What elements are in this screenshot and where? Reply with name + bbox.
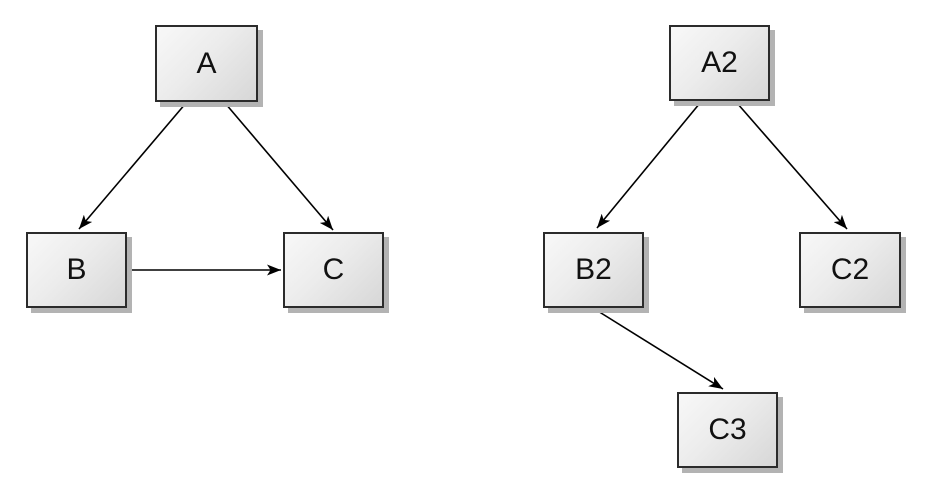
node-B2-label: B2 [575,253,612,286]
node-A2: A2 [669,25,770,101]
node-A-label: A [196,46,217,80]
node-B-label: B [66,253,87,286]
node-A: A [155,25,258,102]
node-B: B [26,232,127,308]
node-A2-label: A2 [701,46,738,79]
edge-B2-C3 [592,307,724,390]
edge-A2-B2 [596,102,701,229]
node-C3-label: C3 [708,413,747,446]
node-C2-label: C2 [830,253,870,286]
edge-A-C [224,102,334,231]
node-C-label: C [322,253,345,286]
node-C: C [283,232,384,308]
edge-A-B [78,102,187,230]
node-B2: B2 [543,232,644,308]
node-C3: C3 [677,392,778,468]
edge-A2-C2 [736,102,848,230]
node-C2: C2 [799,232,901,308]
